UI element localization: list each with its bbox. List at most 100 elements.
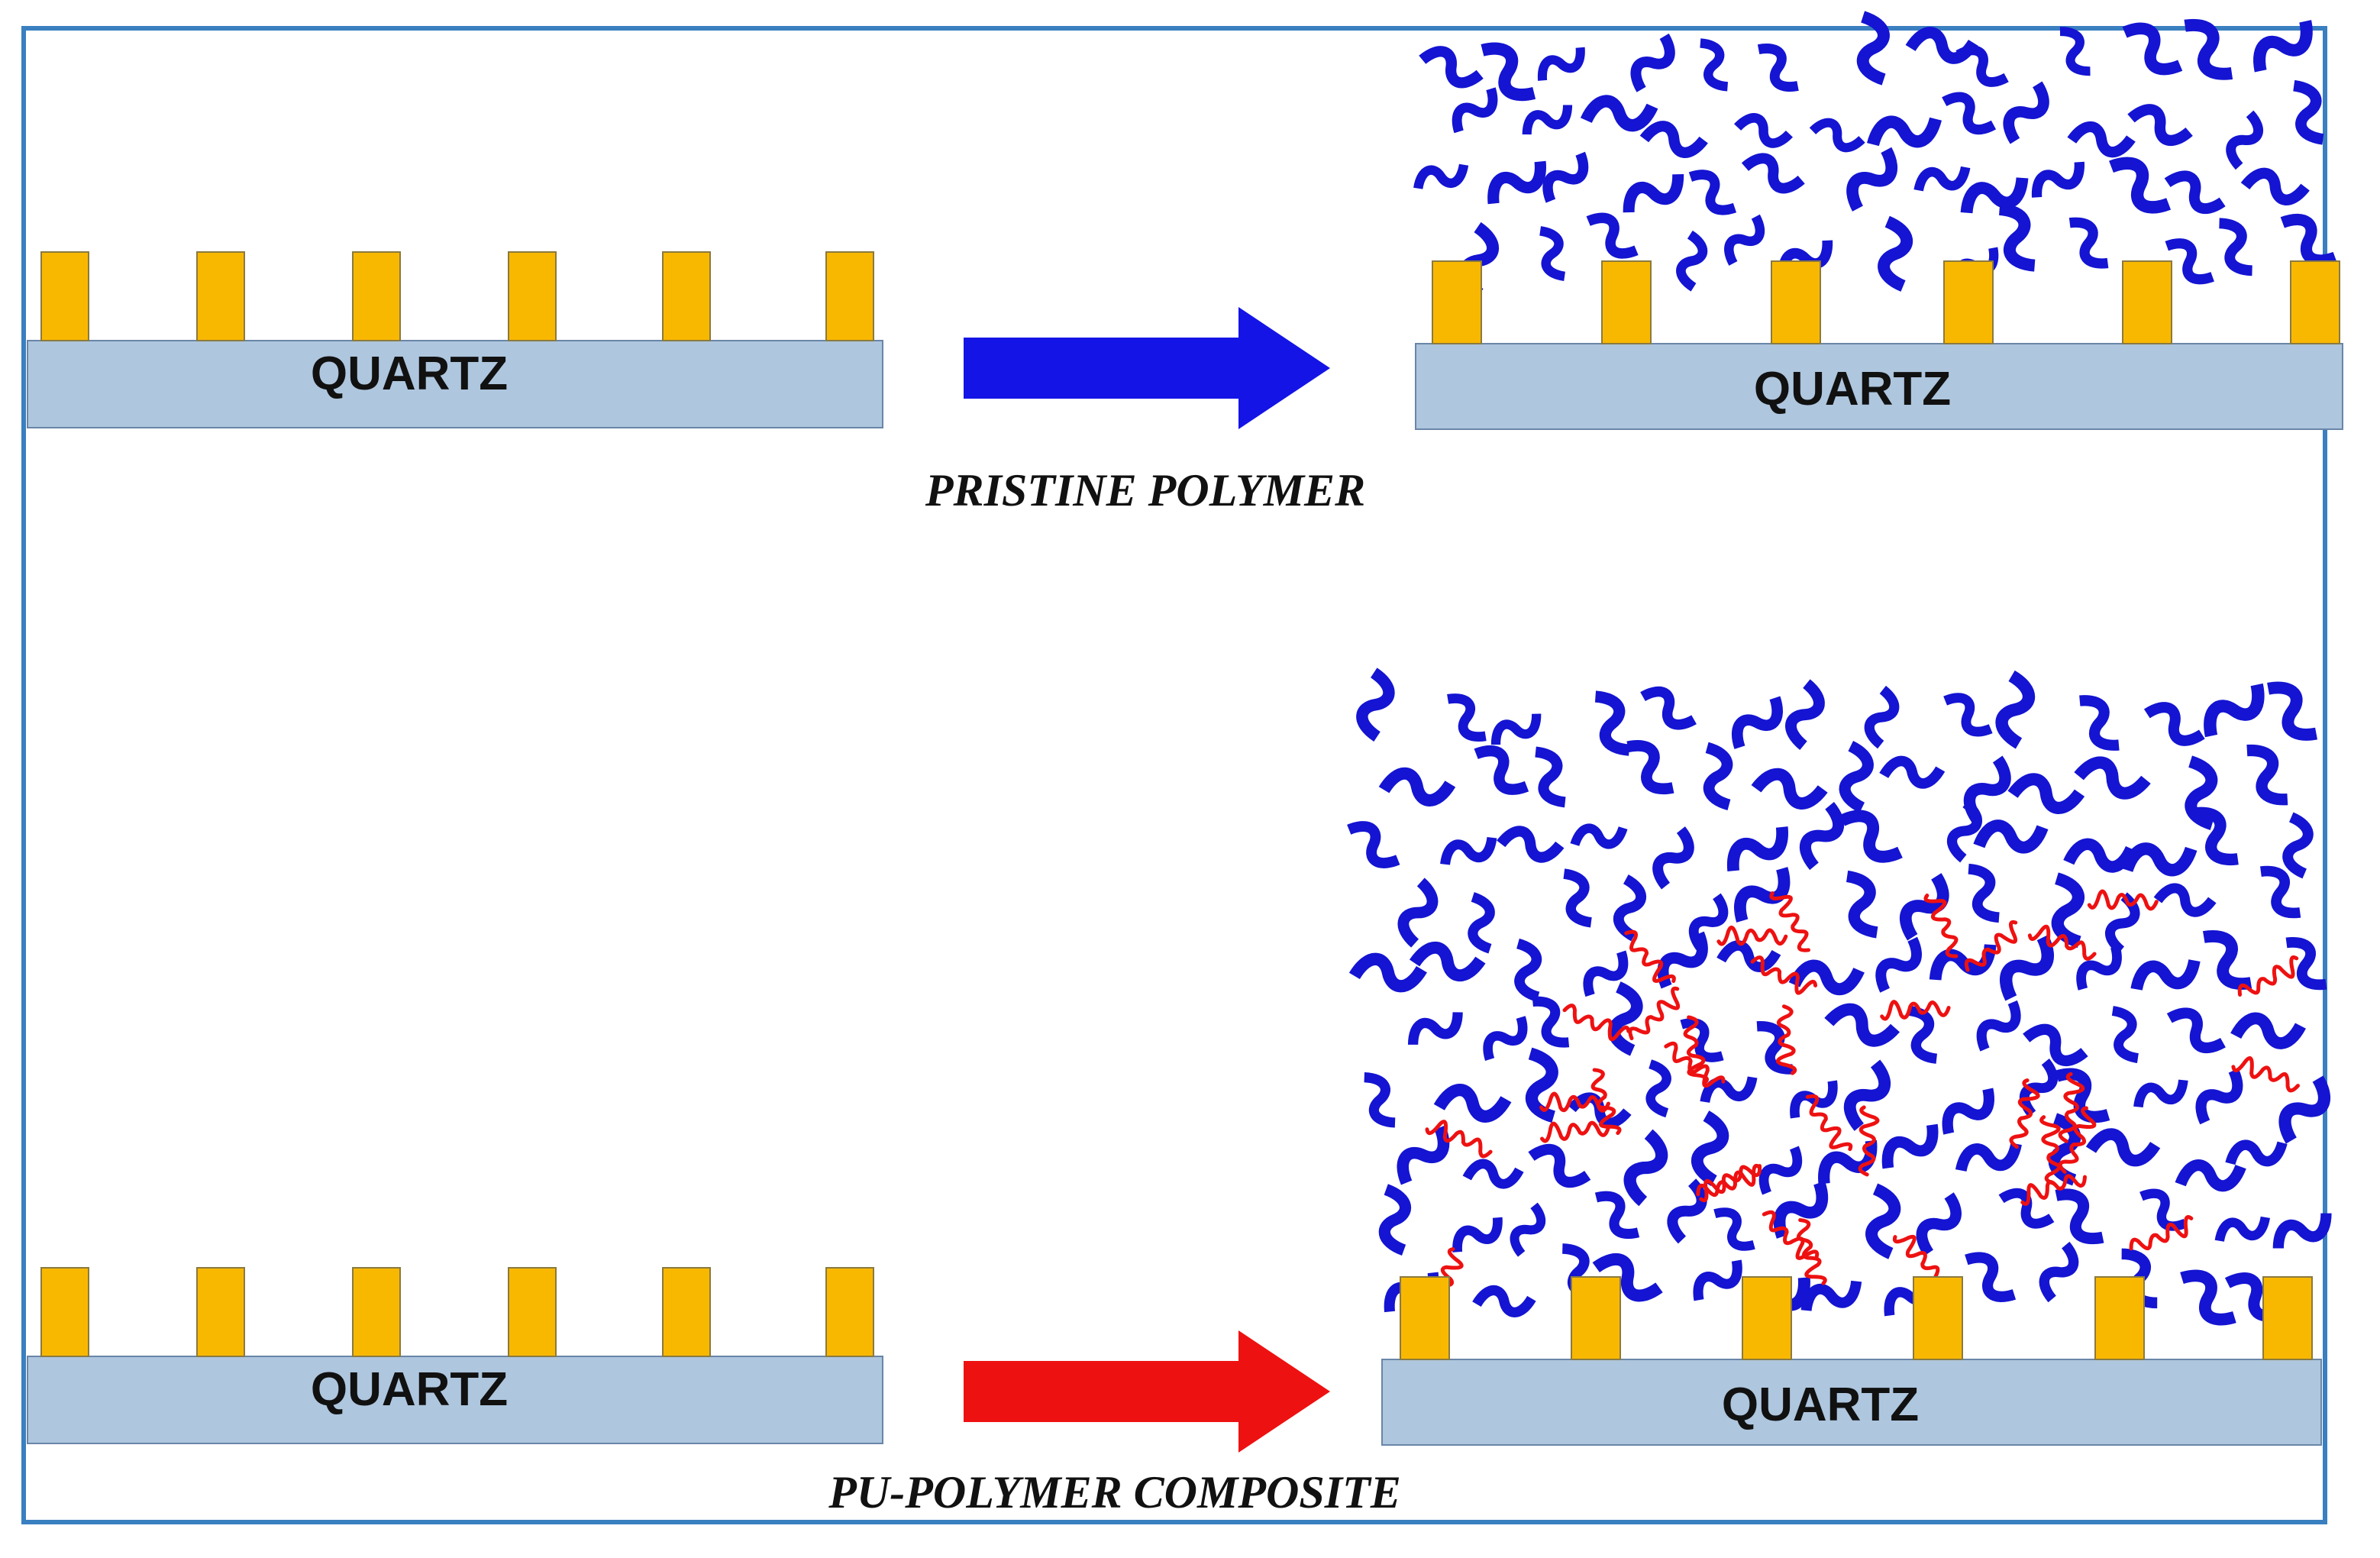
- substrate-label: QUARTZ: [1722, 1379, 1919, 1431]
- pu-chain: [1880, 1000, 1951, 1021]
- electrode-array: [1400, 1276, 2313, 1360]
- pu-chain: [2087, 889, 2159, 911]
- polymer-chain: [1785, 679, 1825, 751]
- polymer-chain: [1623, 173, 1684, 213]
- pu-chain: [1540, 1120, 1610, 1143]
- pu-chain-layer: [1425, 889, 2300, 1316]
- polymer-chain: [2282, 812, 2314, 879]
- polymer-chain: [1481, 42, 1536, 102]
- pu-chain: [2231, 1056, 2300, 1093]
- polymer-chain: [2285, 936, 2327, 991]
- polymer-chain: [1916, 1192, 1962, 1256]
- polymer-chain: [1758, 1146, 1803, 1195]
- gold-electrode: [352, 251, 401, 341]
- polymer-chain: [1613, 874, 1646, 942]
- pu-chain: [2009, 1078, 2040, 1149]
- polymer-chain: [2039, 1241, 2079, 1303]
- substrate-label: QUARTZ: [1754, 363, 1951, 415]
- pu-chain: [1805, 1094, 1853, 1152]
- polymer-chain: [1818, 1139, 1878, 1185]
- electrode-array: [40, 251, 874, 341]
- polymer-chain: [1528, 1143, 1591, 1188]
- polymer-chain: [1867, 115, 1942, 148]
- polymer-chain: [1688, 170, 1737, 215]
- pu-chain: [1775, 1004, 1797, 1075]
- gold-electrode: [662, 1267, 711, 1357]
- polymer-chain: [1968, 863, 2000, 923]
- polymer-chain: [2000, 934, 2054, 1001]
- polymer-chain: [1899, 873, 1949, 941]
- gold-electrode: [825, 251, 874, 341]
- polymer-chain: [2139, 1188, 2188, 1231]
- gold-electrode: [825, 1267, 874, 1357]
- polymer-chain: [1378, 1184, 1412, 1256]
- polymer-chain: [1497, 826, 1565, 863]
- polymer-chain: [2105, 892, 2140, 955]
- gold-electrode: [508, 1267, 557, 1357]
- polymer-chain: [2111, 1006, 2139, 1063]
- pu-chain: [2058, 1106, 2097, 1174]
- quartz-substrate: [27, 340, 883, 428]
- polymer-chain: [2023, 1023, 2088, 1066]
- polymer-chain: [1800, 802, 1845, 871]
- polymer-chain: [1843, 1059, 1891, 1131]
- polymer-chain: [1757, 44, 1799, 92]
- polymer-chain: [1474, 745, 1529, 795]
- polymer-chain: [1639, 121, 1708, 158]
- polymer-chain: [1691, 1110, 1729, 1186]
- polymer-chain: [1864, 685, 1900, 749]
- polymer-chain: [1756, 1021, 1794, 1075]
- polymer-chain: [1468, 892, 1495, 954]
- polymer-chain: [1563, 868, 1593, 928]
- polymer-chain: [2055, 1188, 2104, 1245]
- top-left-device: QUARTZ: [27, 251, 883, 428]
- pu-chain: [1923, 894, 1959, 958]
- polymer-chain: [1942, 1088, 1994, 1135]
- polymer-chain: [2184, 18, 2233, 80]
- polymer-chain: [2260, 865, 2301, 919]
- polymer-chain: [2051, 872, 2085, 949]
- polymer-chain: [2166, 1007, 2226, 1054]
- polymer-chain: [1856, 11, 1890, 86]
- gold-electrode: [1400, 1276, 1450, 1360]
- polymer-chain: [2180, 1269, 2236, 1326]
- polymer-chain: [1652, 826, 1694, 890]
- polymer-chain: [1594, 1191, 1640, 1240]
- pu-chain: [2237, 955, 2299, 997]
- polymer-chain: [1645, 1059, 1671, 1118]
- polymer-chain: [2175, 1159, 2246, 1192]
- electrode-array: [1432, 260, 2340, 344]
- pu-chain: [1858, 1105, 1880, 1177]
- polymer-chain: [1965, 1252, 2017, 1302]
- bottom-right-device: QUARTZ: [1347, 667, 2332, 1446]
- pu-chain: [2027, 924, 2097, 961]
- polymer-chain: [1640, 686, 1697, 730]
- polymer-chain: [1724, 214, 1765, 266]
- polymer-chain: [1462, 1159, 1524, 1189]
- polymer-chain: [1657, 931, 1708, 989]
- polymer-chain: [1726, 826, 1788, 872]
- right-arrow-icon: [964, 307, 1330, 429]
- polymer-chain: [1824, 1003, 1900, 1047]
- polymer-chain: [1472, 1285, 1536, 1317]
- polymer-chain: [2063, 838, 2137, 873]
- polymer-chain: [1946, 799, 1983, 863]
- polymer-chain: [1409, 941, 1486, 982]
- polymer-chain: [1583, 950, 1629, 997]
- polymer-chain: [2292, 79, 2324, 145]
- caption-pristine-polymer: PRISTINE POLYMER: [925, 465, 1365, 516]
- polymer-chain: [1790, 1080, 1838, 1119]
- polymer-chain: [2055, 1068, 2110, 1123]
- polymer-chain: [1731, 696, 1783, 749]
- pu-chain: [2129, 1215, 2194, 1251]
- polymer-chain: [1447, 693, 1487, 742]
- polymer-chain: [1667, 1178, 1707, 1244]
- polymer-chain: [2067, 121, 2136, 158]
- gold-electrode: [2290, 260, 2340, 344]
- gold-electrode: [352, 1267, 401, 1357]
- polymer-chain: [1960, 176, 2029, 214]
- polymer-chain: [1594, 690, 1630, 756]
- polymer-chain: [2230, 1012, 2306, 1049]
- pu-chain: [1750, 955, 1818, 995]
- polymer-chain: [1976, 1000, 2021, 1052]
